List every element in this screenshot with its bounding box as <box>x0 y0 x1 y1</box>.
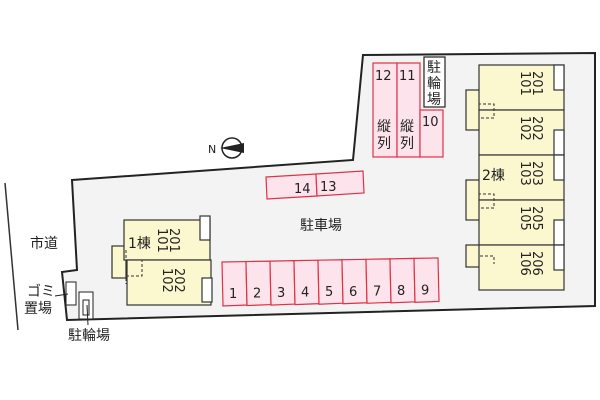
building-1-label: 1棟 <box>128 236 151 252</box>
unit-number: 205 <box>529 206 544 231</box>
parking-number: 4 <box>301 286 309 301</box>
vertical-row-label: 列 <box>400 136 414 152</box>
unit-number: 105 <box>517 206 532 231</box>
unit-number: 101 <box>154 228 169 253</box>
unit-202-102[interactable] <box>126 259 212 306</box>
parking-number: 6 <box>349 285 357 300</box>
parking-number: 8 <box>397 284 405 299</box>
parking-number: 3 <box>277 286 285 301</box>
unit-number: 202 <box>171 268 186 293</box>
garbage-area <box>65 281 77 306</box>
vertical-row-label: 縦 <box>400 119 414 135</box>
unit-number: 101 <box>517 71 532 96</box>
bicycle-label-3: 場 <box>427 92 441 108</box>
unit-number: 103 <box>517 161 532 186</box>
parking-number: 13 <box>320 180 337 195</box>
unit-number: 201 <box>529 71 544 96</box>
city-road-label: 市道 <box>30 235 58 252</box>
parking-number: 2 <box>253 287 261 302</box>
parking-space-9[interactable] <box>413 257 440 304</box>
parking-lot-label: 駐車場 <box>300 217 342 234</box>
unit-number: 102 <box>517 116 532 141</box>
parking-space-10[interactable] <box>419 109 444 158</box>
unit-number: 206 <box>529 251 544 276</box>
parking-number: 14 <box>294 182 311 197</box>
road-edge <box>4 182 19 331</box>
unit-number: 102 <box>159 268 174 293</box>
parking-number: 1 <box>229 287 237 302</box>
unit-number: 202 <box>529 116 544 141</box>
vertical-row-label: 縦 <box>377 119 391 135</box>
bicycle-parking-top <box>423 56 446 108</box>
garbage-label: 置場 <box>24 301 52 317</box>
unit-number: 203 <box>529 161 544 186</box>
unit-206-106[interactable] <box>478 244 565 291</box>
unit-number: 201 <box>166 228 181 253</box>
unit-number: 106 <box>517 251 532 276</box>
parking-space-13[interactable] <box>315 170 365 197</box>
north-compass-icon: N <box>208 137 244 159</box>
vertical-row-label: 列 <box>377 136 391 152</box>
building-2-label: 2棟 <box>482 168 505 184</box>
parking-number: 9 <box>421 283 429 298</box>
bicycle-label-1: 駐 <box>427 60 441 76</box>
unit-203-103[interactable] <box>478 154 565 201</box>
north-label: N <box>208 143 216 156</box>
parking-number: 10 <box>422 115 439 130</box>
parking-number: 5 <box>325 285 333 300</box>
parking-number: 7 <box>373 284 381 299</box>
bicycle-label-2: 輪 <box>427 75 441 92</box>
garbage-label: ゴミ <box>27 283 55 300</box>
parking-number: 12 <box>375 69 392 84</box>
bicycle-parking-label: 駐輪場 <box>68 327 110 344</box>
parking-number: 11 <box>399 69 416 84</box>
building-1: 1棟 201 101 202 102 <box>111 215 213 306</box>
parking-row: 1 2 3 4 5 6 7 8 9 <box>221 257 440 307</box>
